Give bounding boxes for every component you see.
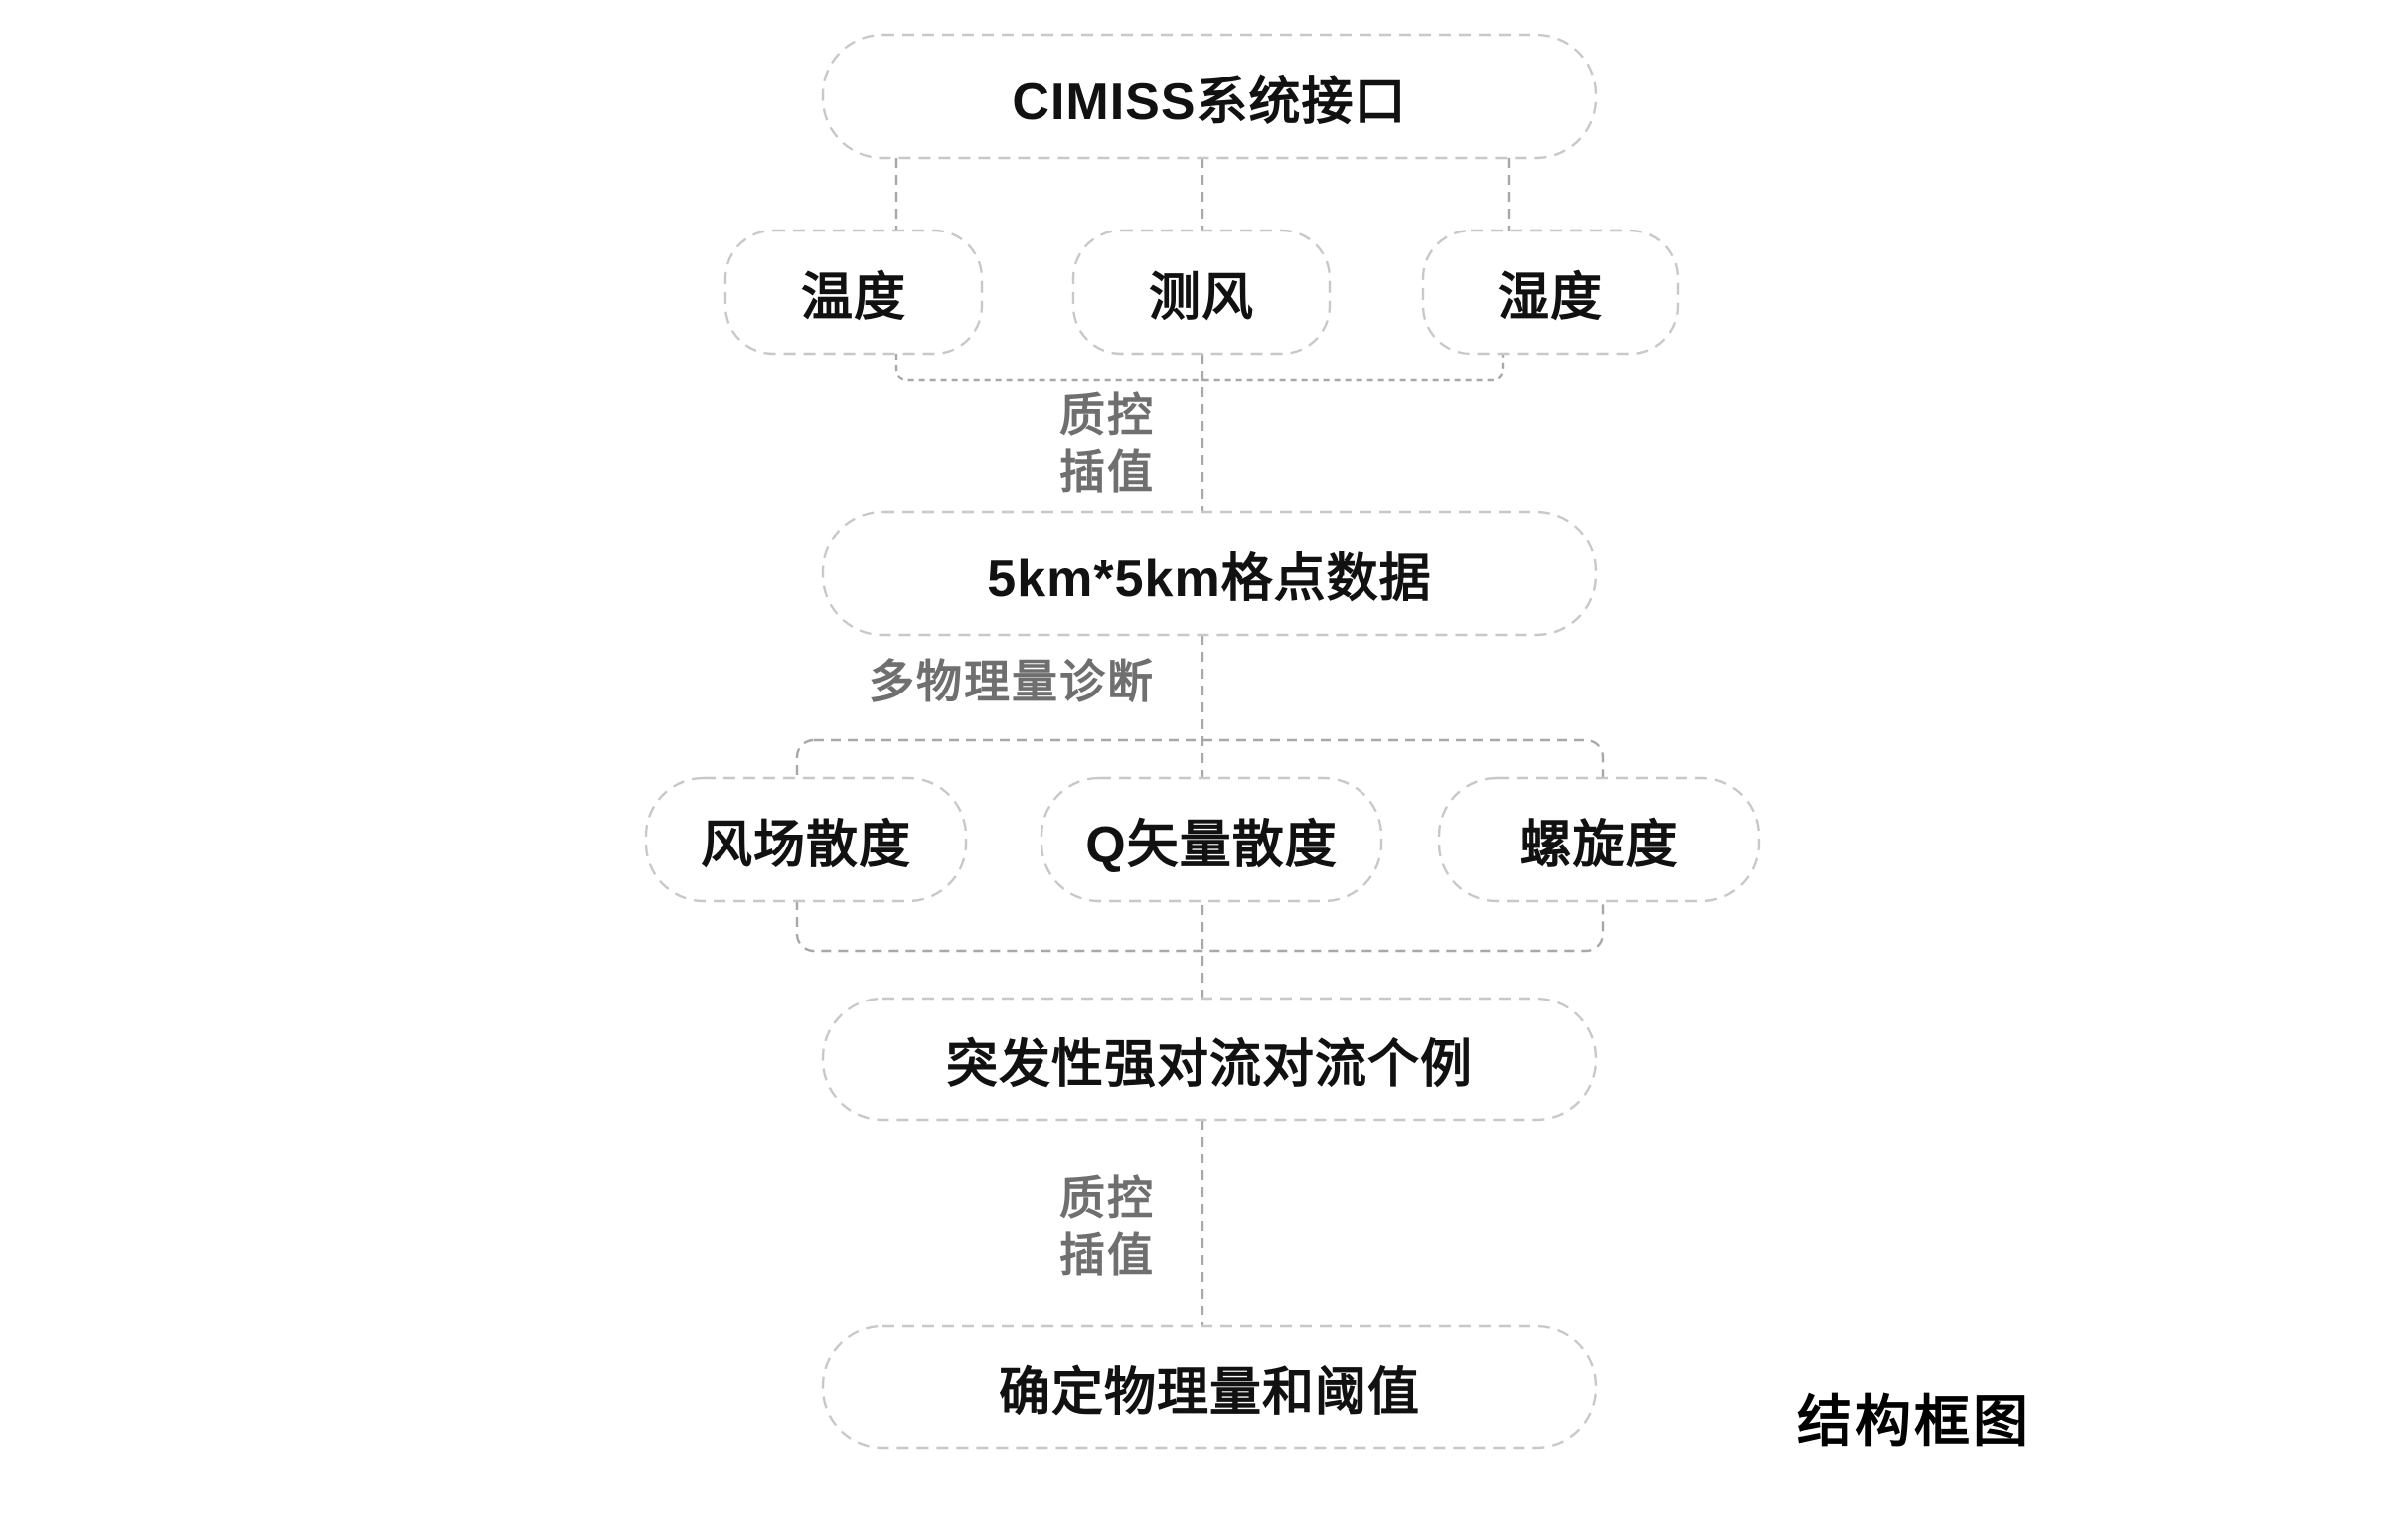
node-threshold: 确定物理量和阈值 (998, 1363, 1420, 1422)
node-humidity: 湿度 (1497, 268, 1603, 327)
edge-label-interp-2: 插值 (1059, 1229, 1155, 1281)
node-box-wind (1071, 229, 1332, 356)
edge-label-qc-1: 质控 (1059, 389, 1155, 441)
node-box-convection-cases (821, 997, 1598, 1122)
edge-label-multi-diagnosis: 多物理量诊断 (869, 656, 1155, 707)
node-box-q-vector-divergence (1040, 776, 1383, 903)
node-helicity: 螺旋度 (1520, 816, 1679, 874)
edge-label-qc-interp-bottom: 质控 插值 (1059, 1170, 1155, 1284)
node-box-helicity (1437, 776, 1761, 903)
node-wind-divergence: 风场散度 (700, 816, 911, 874)
node-box-cimiss-interface (821, 33, 1598, 160)
node-cimiss-interface: CIMISS系统接口 (1012, 73, 1407, 131)
node-box-grid-data (821, 510, 1598, 637)
node-box-humidity (1421, 229, 1680, 356)
edge-label-qc-2: 质控 (1059, 1172, 1155, 1224)
node-box-temperature (723, 229, 984, 356)
edge-label-qc-interp-top: 质控 插值 (1059, 387, 1155, 501)
node-grid-data: 5km*5km格点数据 (987, 549, 1432, 608)
node-temperature: 温度 (800, 268, 906, 327)
node-wind: 测风 (1148, 268, 1254, 327)
node-q-vector-divergence: Q矢量散度 (1085, 816, 1338, 874)
node-box-wind-divergence (644, 776, 968, 903)
node-box-threshold (821, 1324, 1598, 1450)
diagram-caption: 结构框图 (1797, 1390, 2031, 1453)
edge-label-interp-1: 插值 (1059, 446, 1155, 498)
bracket-inputs-merge (894, 354, 1505, 382)
node-convection-cases: 突发性强对流对流个例 (945, 1035, 1473, 1094)
